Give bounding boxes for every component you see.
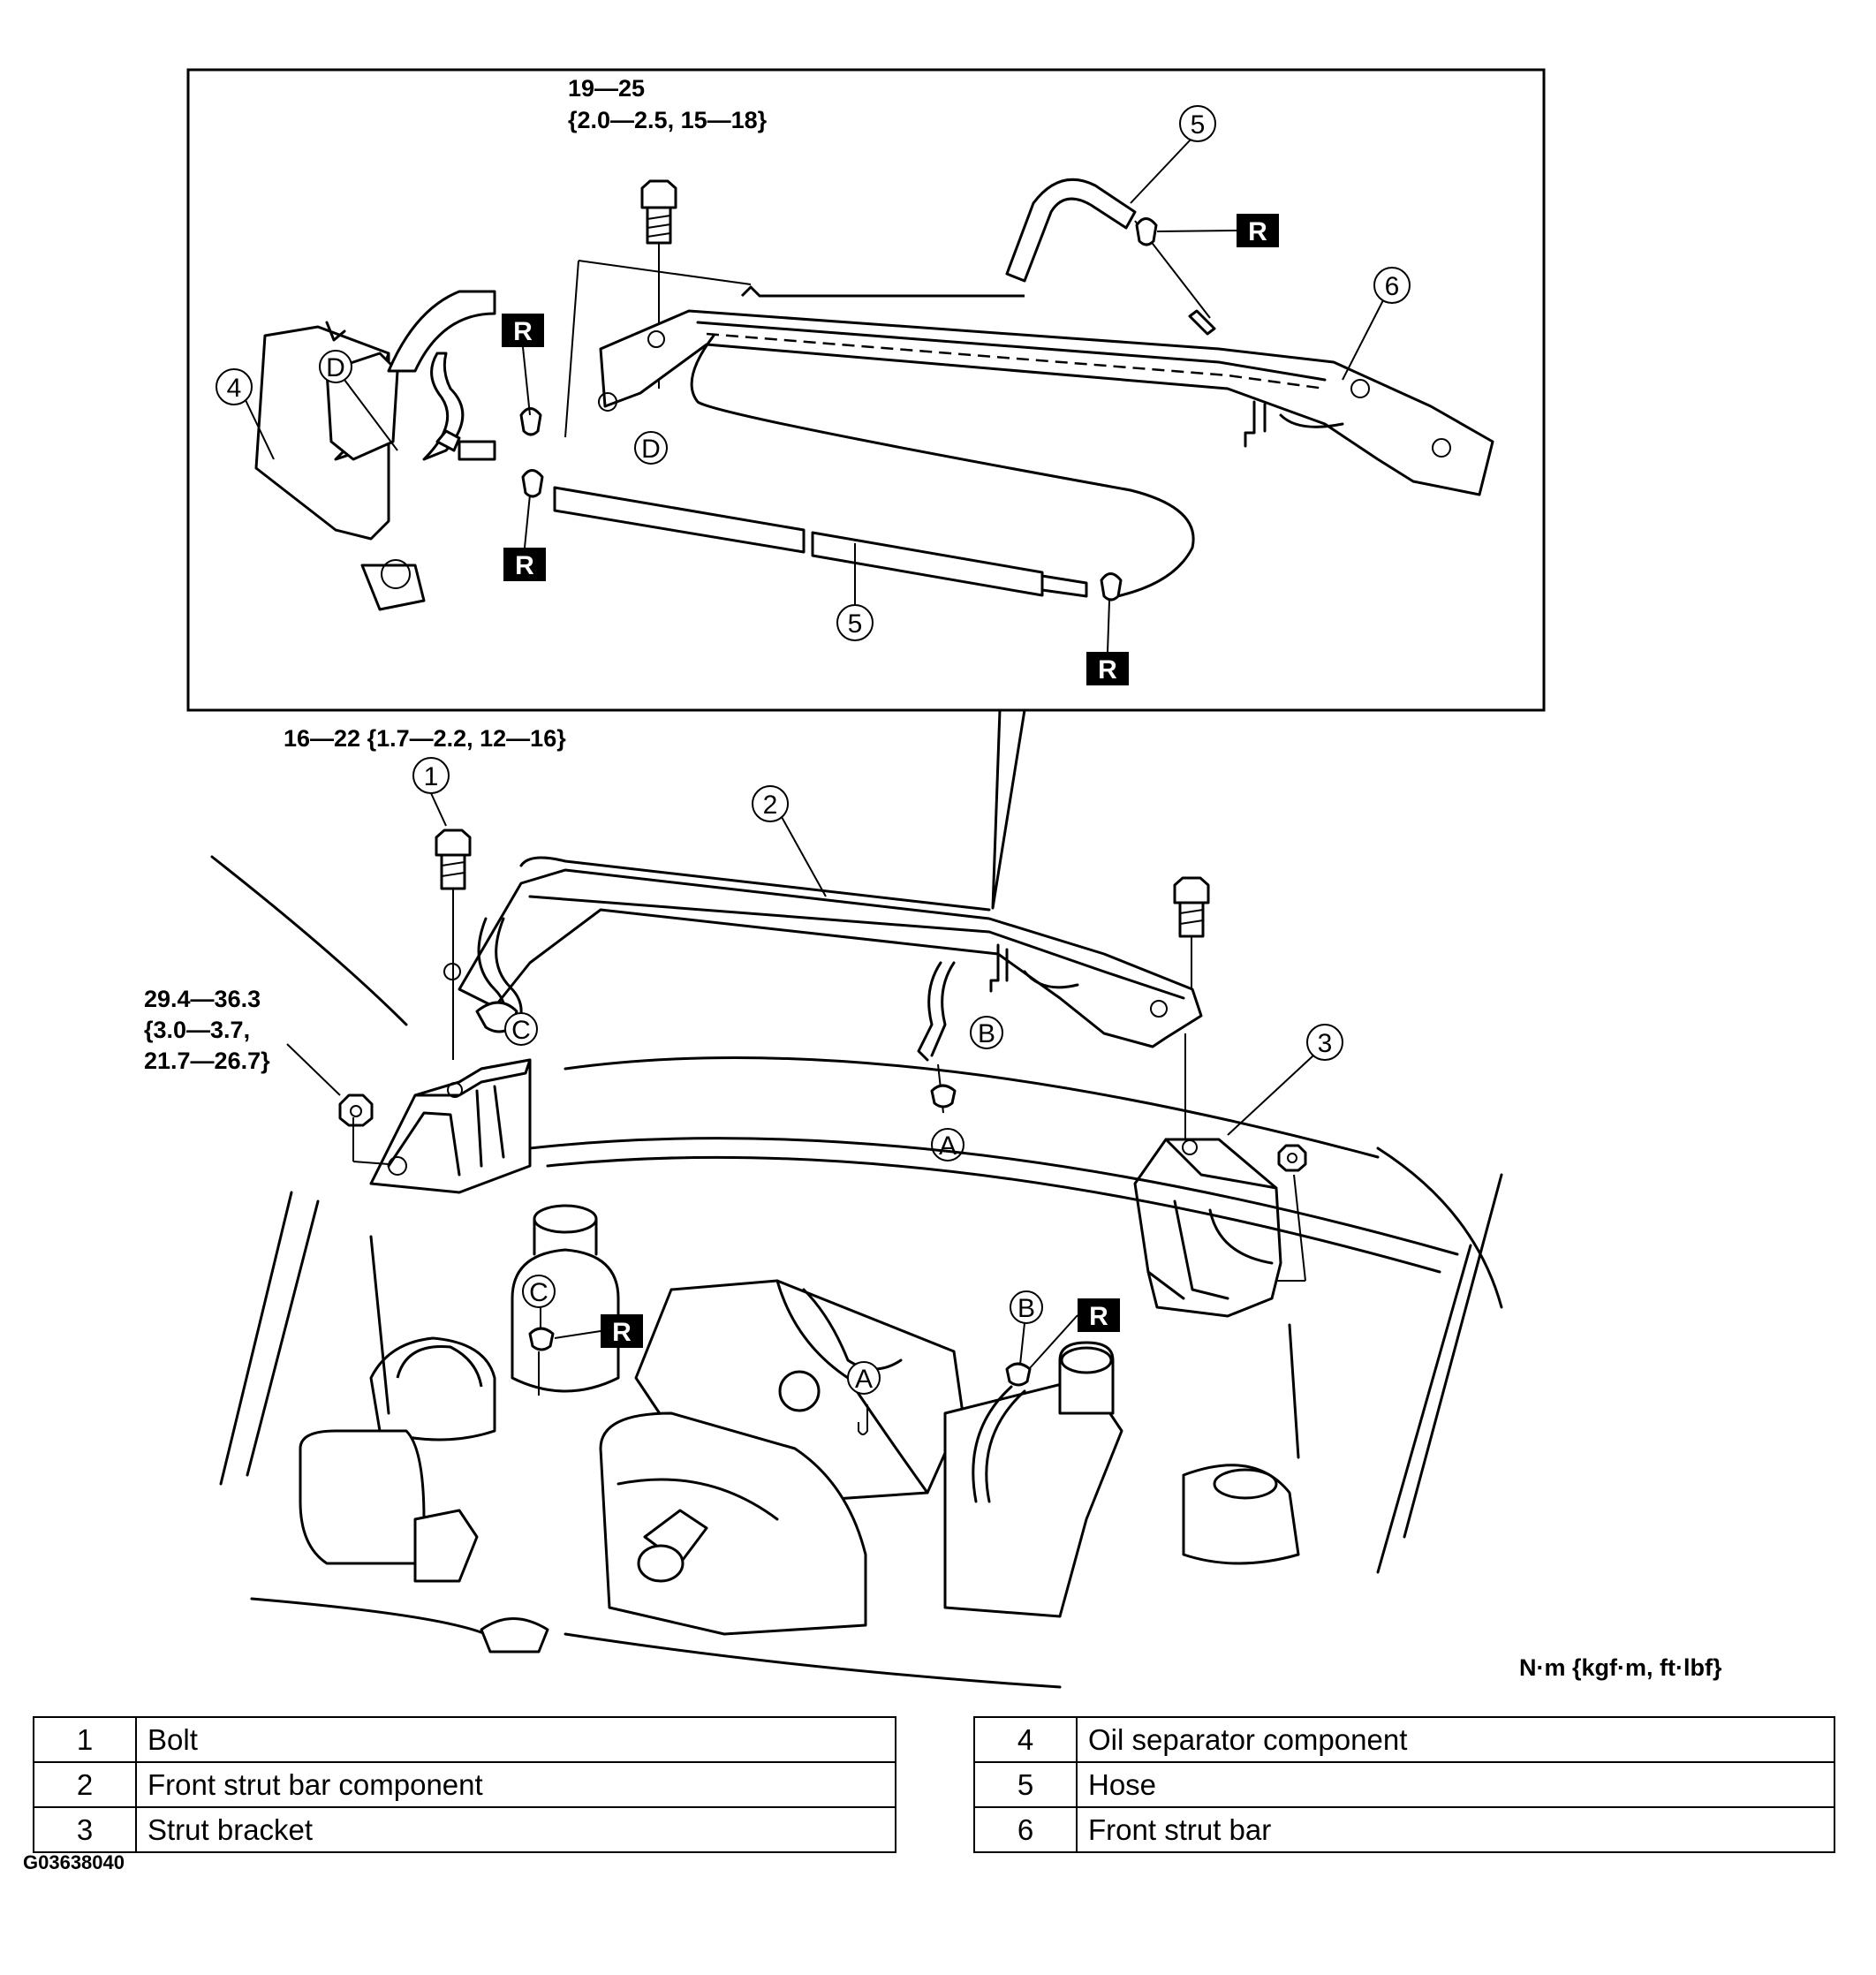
inset-bolt (640, 179, 677, 389)
letter-d-top: D (319, 350, 398, 451)
main-view: 16—22 {1.7—2.2, 12—16} 1 (144, 725, 1722, 1689)
svg-text:R: R (612, 1318, 632, 1347)
strut-bracket-left (352, 1058, 532, 1194)
callout-1: 1 (412, 757, 450, 827)
replace-badge: R (554, 1314, 643, 1348)
oil-separator (254, 290, 496, 611)
front-strut-bar-component (443, 856, 1203, 1062)
legend-number: 2 (33, 1761, 137, 1808)
svg-text:4: 4 (227, 374, 242, 403)
svg-text:A: A (855, 1365, 873, 1394)
legend-part-name: Front strut bar (1076, 1806, 1835, 1853)
table-row: 6 Front strut bar (973, 1806, 1835, 1853)
legend-table-left: 1 Bolt 2 Front strut bar component 3 Str… (33, 1716, 896, 1853)
svg-text:R: R (1089, 1302, 1108, 1331)
nut-torque-line3: 21.7—26.7} (144, 1048, 270, 1074)
replace-badge: R (1086, 600, 1129, 685)
svg-text:3: 3 (1318, 1029, 1333, 1058)
table-row: 3 Strut bracket (33, 1806, 896, 1853)
callout-5-upper: 5 (1130, 105, 1216, 204)
callout-4: 4 (216, 368, 275, 460)
inset-frame (186, 68, 1546, 712)
svg-text:5: 5 (848, 609, 863, 639)
svg-text:R: R (1248, 217, 1267, 246)
replace-badge: R (1028, 1298, 1120, 1370)
svg-text:R: R (513, 317, 533, 346)
legend-part-name: Strut bracket (135, 1806, 896, 1853)
legend-part-name: Hose (1076, 1761, 1835, 1808)
nut-left (338, 1093, 374, 1127)
table-row: 2 Front strut bar component (33, 1761, 896, 1808)
svg-text:R: R (515, 551, 534, 580)
nut-right (1277, 1144, 1307, 1172)
legend-number: 5 (973, 1761, 1078, 1808)
inset-long-hose (553, 334, 1195, 598)
nut-torque-line1: 29.4—36.3 (144, 986, 261, 1012)
legend-part-name: Front strut bar component (135, 1761, 896, 1808)
svg-text:C: C (529, 1278, 548, 1307)
svg-text:B: B (1017, 1294, 1035, 1323)
inset-nipple-tube (740, 285, 1025, 298)
callout-3: 3 (1227, 1024, 1343, 1136)
legend-number: 1 (33, 1716, 137, 1763)
inset-pointer (991, 708, 1026, 910)
inset-curved-hose (1005, 178, 1216, 336)
svg-text:A: A (939, 1131, 957, 1161)
table-row: 5 Hose (973, 1761, 1835, 1808)
svg-text:C: C (511, 1016, 531, 1045)
replace-badge: R (502, 314, 544, 416)
inset-bolt-torque-line1: 19—25 (568, 75, 645, 102)
svg-text:2: 2 (763, 791, 778, 820)
replace-badge: R (1156, 214, 1279, 247)
svg-text:5: 5 (1191, 110, 1206, 140)
letter-a-bar: A (930, 1063, 964, 1162)
svg-text:R: R (1098, 655, 1117, 685)
body-outline (210, 855, 1503, 1689)
letter-b-bar: B (970, 1016, 1003, 1049)
callout-2: 2 (752, 785, 827, 897)
legend-number: 4 (973, 1716, 1078, 1763)
inset-clamps (519, 217, 1158, 602)
inset-detail: 19—25 {2.0—2.5, 15—18} (186, 68, 1546, 910)
letter-b-engine: B (1010, 1290, 1043, 1366)
svg-text:D: D (326, 353, 345, 382)
svg-text:B: B (978, 1019, 995, 1048)
letter-c-engine: C (522, 1275, 556, 1329)
letter-a-engine: A (847, 1361, 881, 1435)
replace-badge: R (503, 494, 546, 581)
inset-strut-bar (598, 309, 1494, 496)
callout-5-lower: 5 (836, 543, 874, 641)
strut-bracket (1133, 1138, 1306, 1318)
bolt-1-torque: 16—22 {1.7—2.2, 12—16} (284, 725, 566, 752)
nut-torque-line2: {3.0—3.7, (144, 1017, 250, 1043)
table-row: 1 Bolt (33, 1716, 896, 1763)
letter-d-bottom: D (634, 431, 668, 465)
inset-bolt-torque-line2: {2.0—2.5, 15—18} (568, 107, 768, 133)
table-row: 4 Oil separator component (973, 1716, 1835, 1763)
svg-text:D: D (641, 435, 661, 464)
callout-6: 6 (1342, 267, 1411, 381)
svg-text:1: 1 (424, 762, 439, 791)
svg-text:6: 6 (1385, 272, 1400, 301)
engine (299, 1204, 1300, 1653)
unit-label: N·m {kgf·m, ft·lbf} (1519, 1654, 1722, 1681)
bolt (435, 829, 472, 1060)
figure-id: G03638040 (23, 1851, 125, 1873)
legend-table-right: 4 Oil separator component 5 Hose 6 Front… (973, 1716, 1835, 1853)
legend-number: 3 (33, 1806, 137, 1853)
legend-part-name: Oil separator component (1076, 1716, 1835, 1763)
letter-c-bar: C (504, 1012, 538, 1046)
legend-part-name: Bolt (135, 1716, 896, 1763)
legend-number: 6 (973, 1806, 1078, 1853)
